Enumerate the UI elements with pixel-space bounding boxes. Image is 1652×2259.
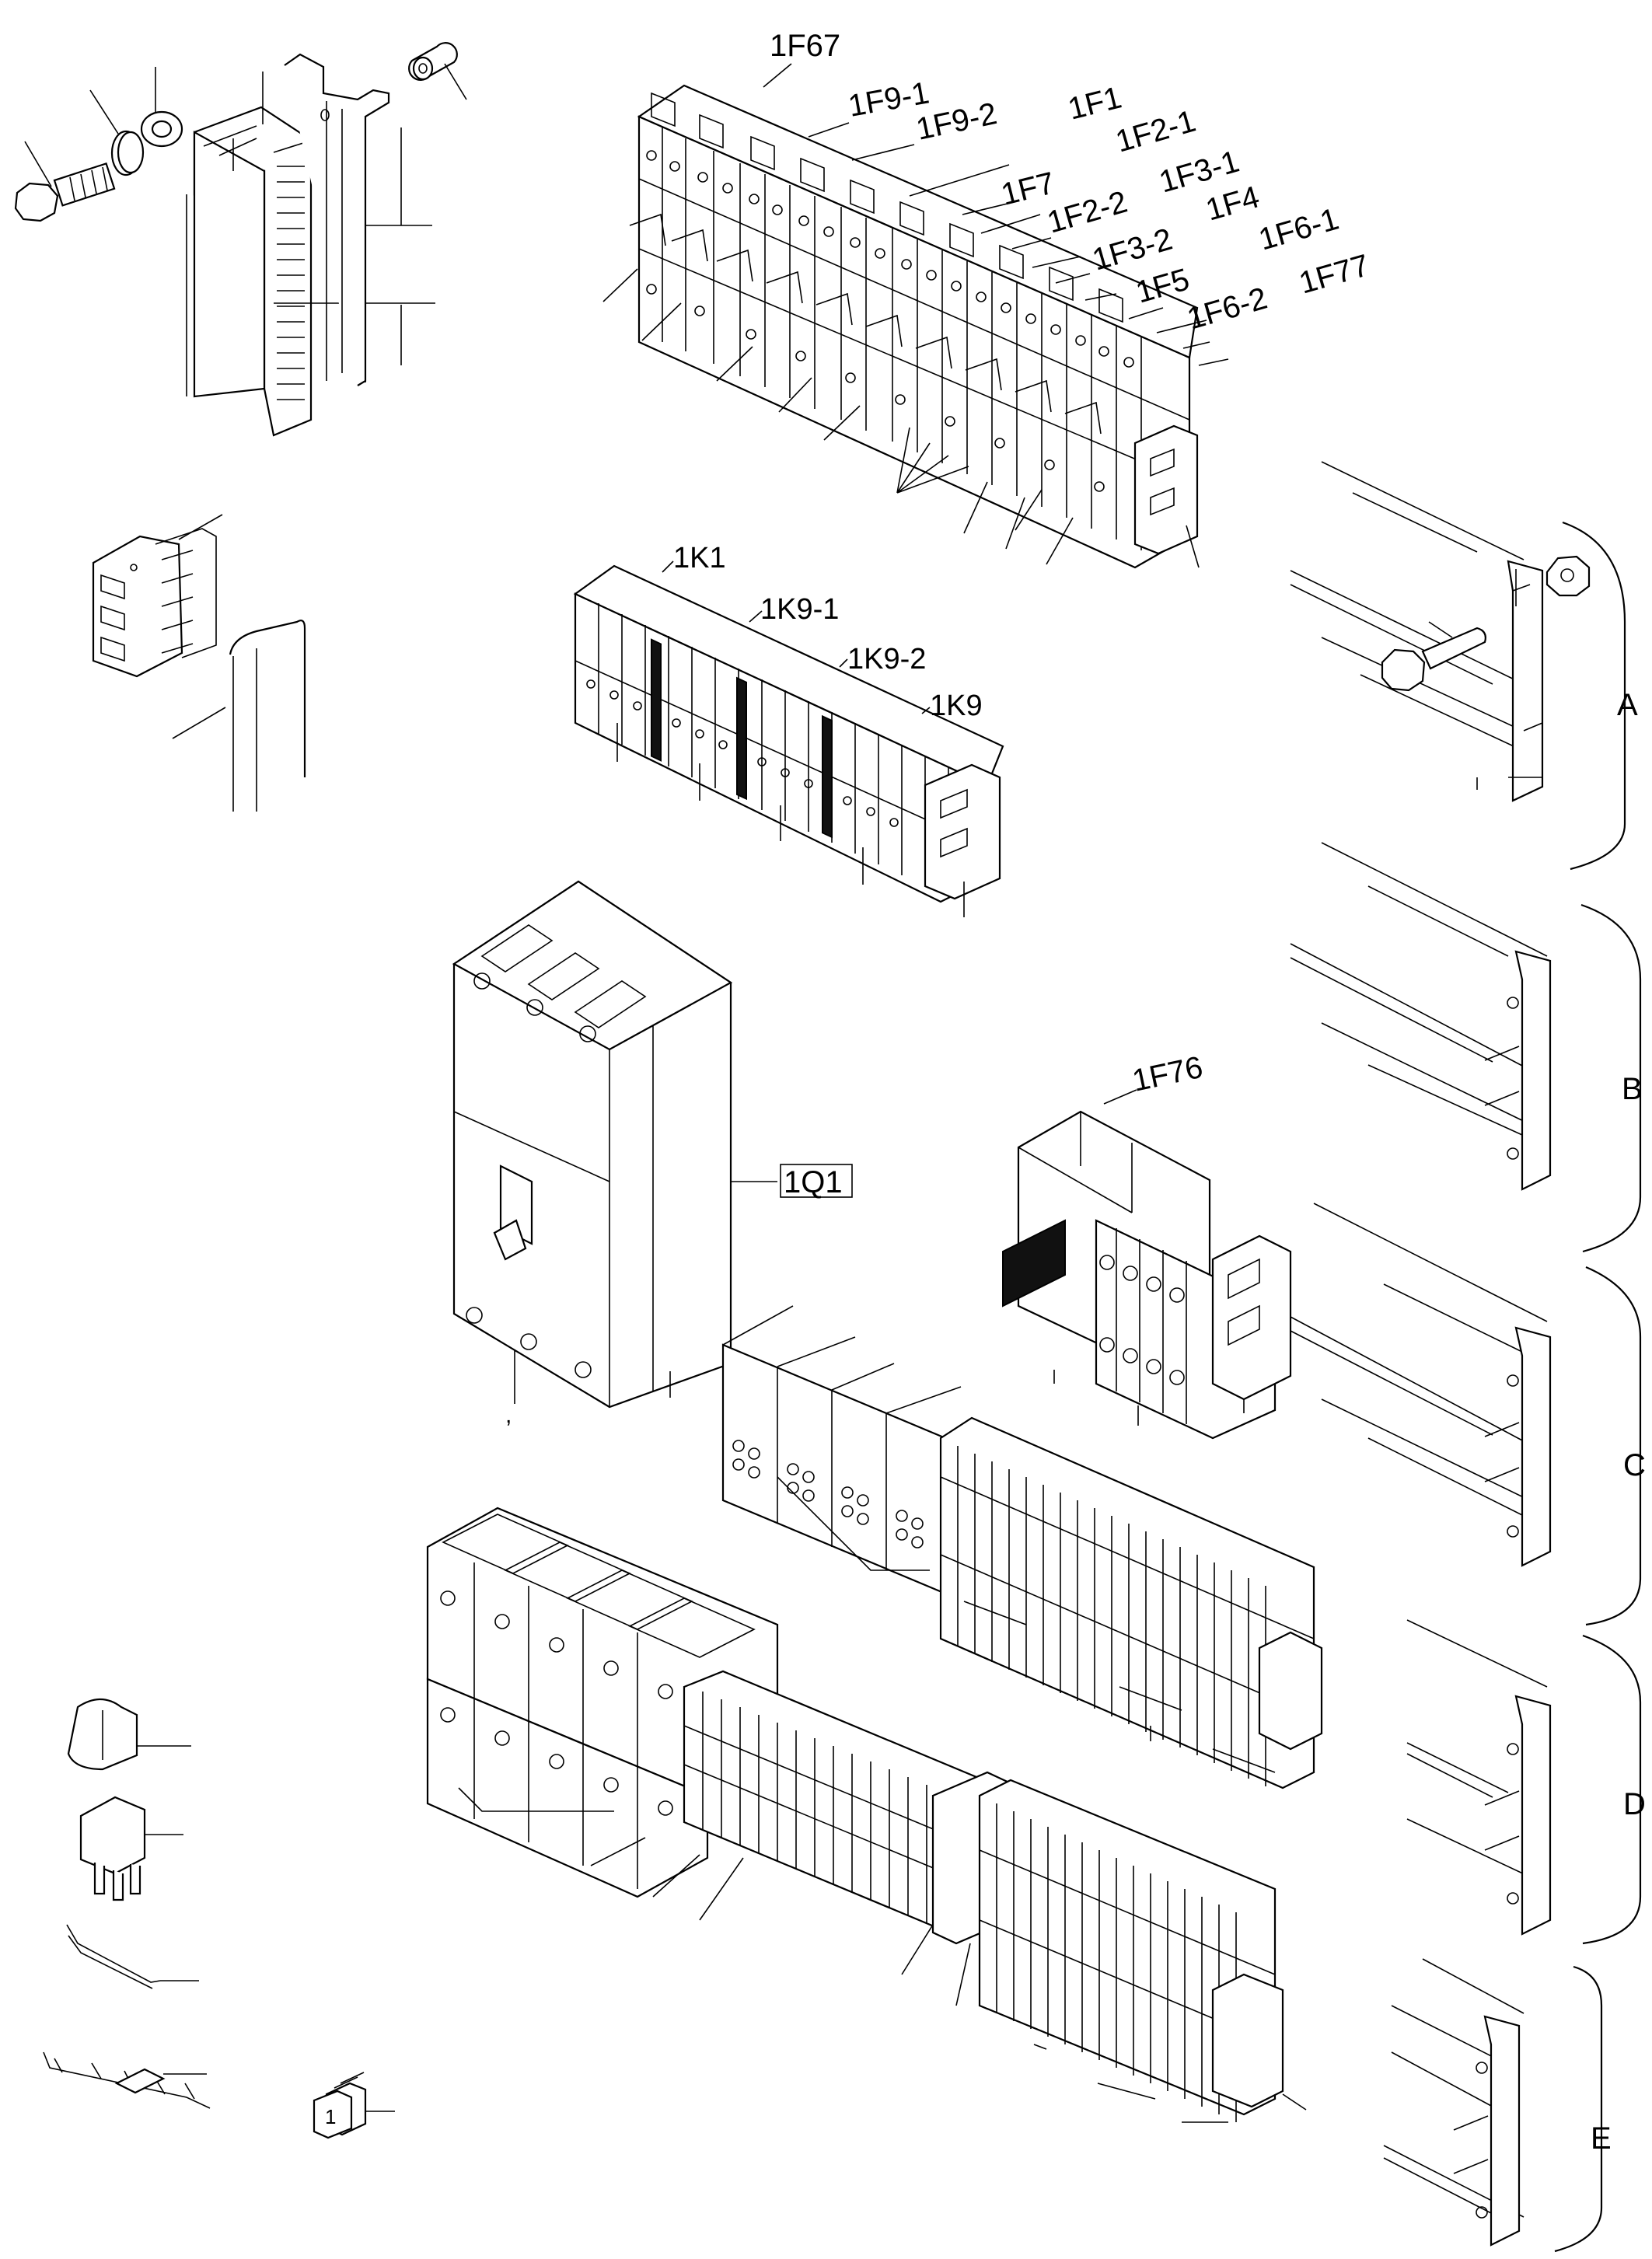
label-1f76: 1F76 xyxy=(1130,1050,1206,1098)
cable-duct-group xyxy=(186,53,435,437)
jumper-comb xyxy=(79,1796,146,1901)
rail-label-b: B xyxy=(1622,1072,1643,1106)
breaker-leader-lines xyxy=(602,63,1229,568)
rail-section-e xyxy=(1383,1958,1525,2247)
bolt xyxy=(14,162,116,222)
relay-screws xyxy=(586,679,899,827)
terminal-holes xyxy=(732,1440,924,1548)
label-1k9: 1K9 xyxy=(930,690,983,722)
rail-label-a: A xyxy=(1617,688,1638,722)
label-1k9-1: 1K9-1 xyxy=(760,593,839,626)
flat-washer xyxy=(110,130,145,176)
rail-label-d: D xyxy=(1623,1787,1646,1821)
end-cover xyxy=(229,620,306,812)
breaker-screws xyxy=(646,150,1134,492)
accessories-group: 1 xyxy=(43,1699,395,2139)
section-brackets xyxy=(1554,521,1642,2253)
duct-slots xyxy=(277,166,305,400)
terminal-strip-upper xyxy=(721,1305,1323,1789)
label-1f6-1: 1F6-1 xyxy=(1255,202,1343,257)
rail-section-d xyxy=(1406,1619,1552,1936)
rail-label-c: C xyxy=(1623,1448,1646,1482)
rail-section-b xyxy=(1290,842,1552,1191)
relay-leader-lines xyxy=(616,560,965,917)
relay-modules xyxy=(575,603,1001,900)
duct-cover-profile xyxy=(284,53,390,386)
terminal-strip-lower xyxy=(426,1507,1307,2123)
mounting-bracket xyxy=(92,528,217,678)
lock-washer xyxy=(140,110,183,148)
cable-comb xyxy=(43,2051,211,2109)
wire-clip xyxy=(66,1924,161,1989)
main-switch-1q1: 1Q1 , xyxy=(452,880,853,1428)
breaker-toggles xyxy=(629,213,1102,435)
label-1f67: 1F67 xyxy=(770,29,840,63)
fuse-block-1f76: 1F76 xyxy=(1002,1050,1292,1440)
rail-section-a xyxy=(1290,461,1591,802)
marker-tag-number: 1 xyxy=(325,2105,336,2128)
bolt-hardware-group xyxy=(14,42,467,222)
label-1f1: 1F1 xyxy=(1065,80,1126,126)
rail-nut xyxy=(1545,555,1591,597)
relay-terminal-row: 1K1 1K9-1 1K9-2 1K9 xyxy=(573,542,1004,917)
label-1f77: 1F77 xyxy=(1295,248,1373,300)
label-1f6-2: 1F6-2 xyxy=(1183,281,1271,337)
rail-section-c xyxy=(1290,1203,1552,1567)
bracket-and-cover-group xyxy=(92,514,306,812)
rail-label-e: E xyxy=(1591,2121,1612,2156)
spacer-sleeve xyxy=(408,42,458,81)
circuit-breaker-row: 1F67 1F9-1 1F9-2 1F1 1F7 1F2-1 1F2-2 1F3… xyxy=(602,29,1373,569)
label-1f4: 1F4 xyxy=(1202,180,1263,227)
label-1k1: 1K1 xyxy=(673,542,726,574)
angle-bracket xyxy=(67,1699,138,1771)
din-rail-sections: A B C D E xyxy=(1290,461,1646,2253)
marker-tag-stack: 1 xyxy=(313,2072,367,2139)
stray-comma: , xyxy=(505,1402,512,1428)
terminal-strip-modules xyxy=(940,1446,1315,1786)
label-1f2-1: 1F2-1 xyxy=(1112,104,1200,159)
rail-bolt xyxy=(1381,627,1486,692)
label-1k9-2: 1K9-2 xyxy=(847,643,926,676)
slotted-cable-duct xyxy=(193,106,313,437)
switch-handle xyxy=(493,1164,533,1261)
label-1q1: 1Q1 xyxy=(784,1165,843,1199)
breaker-modules xyxy=(629,92,1199,555)
label-1f2-2: 1F2-2 xyxy=(1043,185,1131,240)
